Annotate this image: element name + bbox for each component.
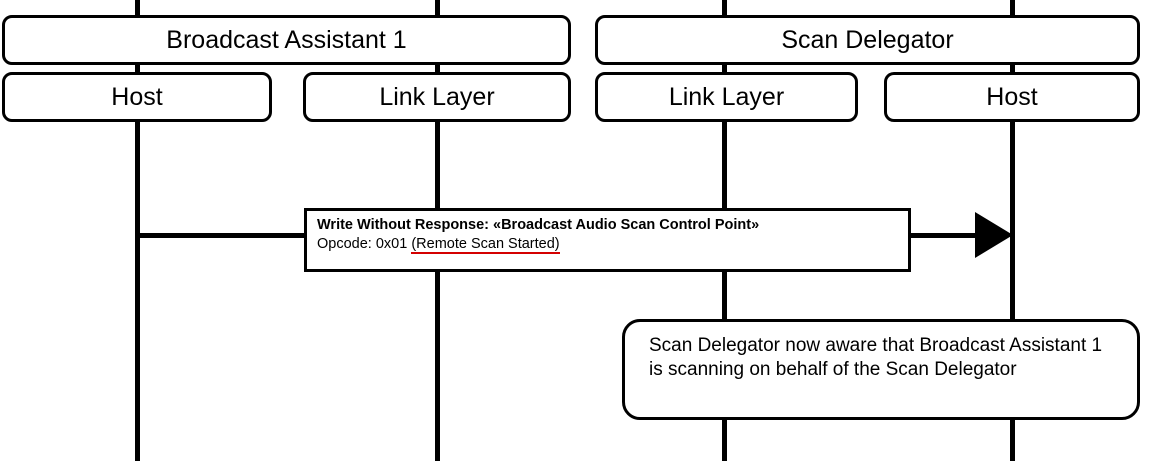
lifeline-header-sd-host: Host (884, 72, 1140, 122)
device-scan-delegator: Scan Delegator (595, 15, 1140, 65)
lifeline-header-ba-host-label: Host (111, 82, 163, 111)
lifeline-header-ba-link-layer: Link Layer (303, 72, 571, 122)
lifeline-header-ba-host: Host (2, 72, 272, 122)
message-opcode-description: (Remote Scan Started) (411, 236, 560, 254)
lifeline-header-ba-link-layer-label: Link Layer (379, 82, 495, 111)
message-label: Write Without Response: «Broadcast Audio… (304, 208, 911, 272)
message-arrowhead (975, 212, 1013, 258)
message-opcode-prefix: Opcode: 0x01 (317, 236, 412, 252)
note-box: Scan Delegator now aware that Broadcast … (622, 319, 1140, 420)
message-opcode: Opcode: 0x01 (Remote Scan Started) (317, 235, 898, 254)
lifeline-header-sd-host-label: Host (986, 82, 1038, 111)
device-scan-delegator-label: Scan Delegator (781, 25, 954, 54)
lifeline-ba-host (135, 0, 140, 461)
note-text: Scan Delegator now aware that Broadcast … (649, 335, 1103, 380)
device-broadcast-assistant-label: Broadcast Assistant 1 (166, 25, 407, 54)
lifeline-header-sd-link-layer-label: Link Layer (668, 82, 785, 111)
lifeline-header-sd-link-layer: Link Layer (595, 72, 858, 122)
message-title: Write Without Response: «Broadcast Audio… (317, 217, 760, 233)
device-broadcast-assistant: Broadcast Assistant 1 (2, 15, 571, 65)
